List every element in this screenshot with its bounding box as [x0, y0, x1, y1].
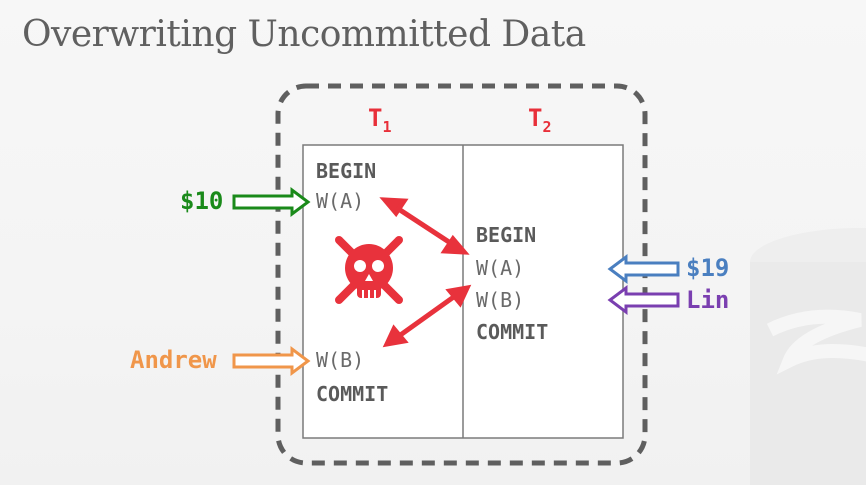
value-lin: Lin	[686, 286, 730, 314]
conflict-arrowhead	[382, 324, 409, 348]
page-title: Overwriting Uncommitted Data	[22, 14, 586, 55]
ten-arrow	[232, 187, 311, 217]
t1-commit: COMMIT	[316, 382, 389, 406]
skull-crossbones-icon	[335, 236, 403, 304]
conflict-arrow-b	[397, 293, 457, 339]
conflict-arrows	[379, 197, 472, 348]
lin-arrow	[607, 285, 680, 315]
t1-begin: BEGIN	[316, 159, 377, 183]
conflict-arrowhead	[445, 284, 472, 308]
conflict-arrowhead	[379, 197, 409, 218]
t1-write-b: W(B)	[316, 348, 365, 372]
andrew-arrow	[232, 346, 311, 376]
t2-commit: COMMIT	[476, 320, 549, 344]
conflict-arrow-a	[395, 205, 454, 247]
t1-header: T1	[368, 104, 392, 136]
t2-header: T2	[528, 104, 552, 136]
conflict-arrowhead	[440, 234, 470, 255]
nineteen-arrow	[607, 254, 680, 284]
value-ten: $10	[180, 187, 224, 215]
t2-write-b: W(B)	[476, 288, 525, 312]
value-nineteen: $19	[686, 254, 730, 282]
t1-write-a: W(A)	[316, 189, 365, 213]
t2-begin: BEGIN	[476, 223, 537, 247]
value-andrew: Andrew	[130, 346, 217, 374]
t2-write-a: W(A)	[476, 256, 525, 280]
